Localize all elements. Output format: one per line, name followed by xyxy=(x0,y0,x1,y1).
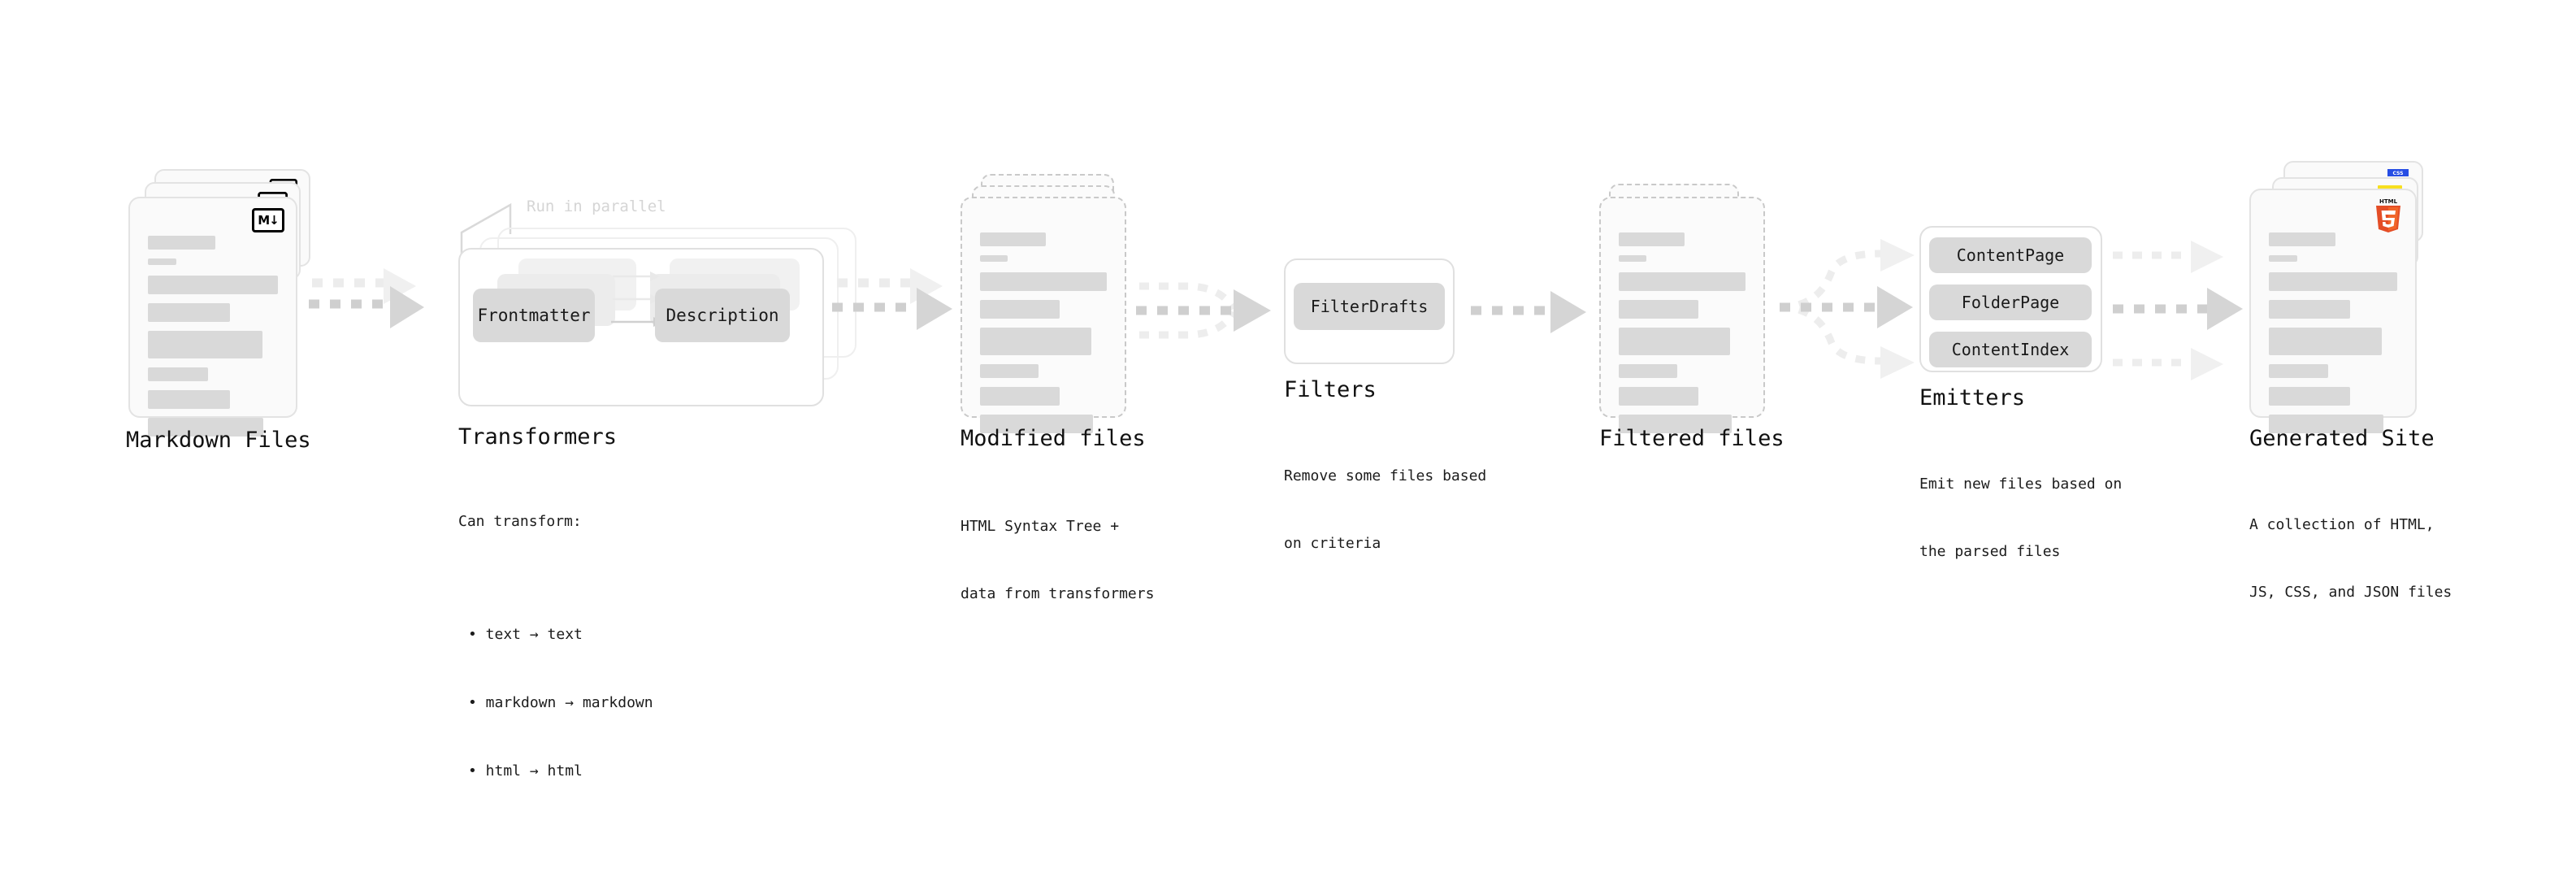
content-bar xyxy=(1619,272,1746,291)
html5-icon: HTML xyxy=(2376,198,2400,232)
transformer-pill-frontmatter[interactable]: Frontmatter xyxy=(473,289,595,342)
arrow-modified-to-filters xyxy=(1136,282,1271,339)
svg-text:CSS: CSS xyxy=(2393,171,2404,176)
emitters-title: Emitters xyxy=(1919,385,2026,410)
markdown-files-title: Markdown Files xyxy=(126,428,311,453)
generated-site-description: A collection of HTML, JS, CSS, and JSON … xyxy=(2249,468,2452,649)
generated-desc-line: JS, CSS, and JSON files xyxy=(2249,584,2452,602)
modified-card-front xyxy=(961,197,1126,433)
content-bar xyxy=(980,364,1039,378)
filtered-card-front xyxy=(1599,197,1765,433)
transformers-desc-item: • text → text xyxy=(468,626,583,644)
emitters-desc-line: Emit new files based on xyxy=(1919,475,2123,493)
content-bar xyxy=(1619,387,1699,406)
content-bar xyxy=(2269,232,2336,246)
modified-card-content xyxy=(980,232,1107,442)
content-bar xyxy=(148,418,264,436)
content-bar xyxy=(980,272,1107,291)
content-bar xyxy=(148,390,230,409)
filter-pill-filterdrafts[interactable]: FilterDrafts xyxy=(1294,283,1445,330)
content-bar xyxy=(2269,328,2383,355)
content-bar xyxy=(980,232,1047,246)
arrow-filtered-to-emitters xyxy=(1779,239,1915,379)
modified-desc-line: data from transformers xyxy=(961,585,1155,603)
content-bar xyxy=(148,331,262,358)
content-bar xyxy=(2269,387,2350,406)
arrow-emitters-to-generated xyxy=(2113,241,2243,380)
filters-title: Filters xyxy=(1284,377,1377,402)
content-bar xyxy=(2269,415,2383,433)
markdown-card-content xyxy=(148,236,278,445)
run-in-parallel-bracket xyxy=(460,202,512,257)
pill-label: ContentPage xyxy=(1956,245,2065,265)
transformers-title: Transformers xyxy=(458,424,618,450)
transformers-desc-heading: Can transform: xyxy=(458,512,582,530)
content-bar xyxy=(2269,272,2397,291)
svg-text:HTML: HTML xyxy=(2379,198,2398,205)
generated-desc-line: A collection of HTML, xyxy=(2249,515,2435,533)
content-bar xyxy=(2269,255,2297,262)
content-bar xyxy=(148,367,208,381)
content-bar xyxy=(980,387,1060,406)
pill-label: FolderPage xyxy=(1961,293,2060,312)
emitter-pill-contentindex[interactable]: ContentIndex xyxy=(1929,332,2092,367)
content-bar xyxy=(148,236,216,250)
modified-desc-line: HTML Syntax Tree + xyxy=(961,517,1120,535)
filtered-files-title: Filtered files xyxy=(1599,426,1785,451)
pill-label: FilterDrafts xyxy=(1310,297,1429,316)
emitters-description: Emit new files based on the parsed files xyxy=(1919,428,2122,609)
content-bar xyxy=(980,415,1093,433)
run-in-parallel-label: Run in parallel xyxy=(527,198,666,215)
arrow-markdown-to-transformers xyxy=(309,268,424,328)
modified-files-title: Modified files xyxy=(961,426,1146,451)
content-bar xyxy=(1619,415,1732,433)
content-bar xyxy=(980,255,1008,262)
content-bar xyxy=(980,300,1060,319)
content-bar xyxy=(1619,300,1699,319)
emitter-pill-folderpage[interactable]: FolderPage xyxy=(1929,284,2092,320)
content-bar xyxy=(2269,300,2350,319)
generated-card-front: HTML xyxy=(2249,189,2417,433)
transformers-desc-item: • markdown → markdown xyxy=(468,693,653,711)
emitters-desc-line: the parsed files xyxy=(1919,543,2061,561)
generated-card-content xyxy=(2269,232,2397,442)
filters-description: Remove some files based on criteria xyxy=(1284,419,1486,601)
content-bar xyxy=(148,258,177,265)
content-bar xyxy=(1619,328,1731,355)
arrow-filters-to-filtered xyxy=(1471,291,1586,333)
content-bar xyxy=(148,276,278,294)
modified-files-description: HTML Syntax Tree + data from transformer… xyxy=(961,470,1154,651)
generated-site-title: Generated Site xyxy=(2249,426,2435,451)
pipeline-diagram: M↓ M↓ M↓ Markdown Files xyxy=(126,161,2452,780)
transformers-desc-item: • html → html xyxy=(468,762,583,780)
emitter-pill-contentpage[interactable]: ContentPage xyxy=(1929,237,2092,273)
pill-label: Frontmatter xyxy=(477,306,591,325)
content-bar xyxy=(1619,232,1685,246)
pill-label: Description xyxy=(666,306,779,325)
filters-desc-line: on criteria xyxy=(1284,535,1381,553)
content-bar xyxy=(148,303,230,322)
arrow-transformers-to-modified xyxy=(832,268,952,330)
content-bar xyxy=(1619,255,1647,262)
filtered-card-content xyxy=(1619,232,1746,442)
transformers-description: Can transform: • text → text • markdown … xyxy=(458,465,653,873)
pill-label: ContentIndex xyxy=(1951,340,2070,359)
content-bar xyxy=(980,328,1092,355)
markdown-card-front: M↓ xyxy=(128,197,297,436)
transformer-pill-description[interactable]: Description xyxy=(655,289,790,342)
filters-desc-line: Remove some files based xyxy=(1284,467,1487,484)
content-bar xyxy=(2269,364,2328,378)
content-bar xyxy=(1619,364,1677,378)
markdown-icon: M↓ xyxy=(252,208,284,232)
